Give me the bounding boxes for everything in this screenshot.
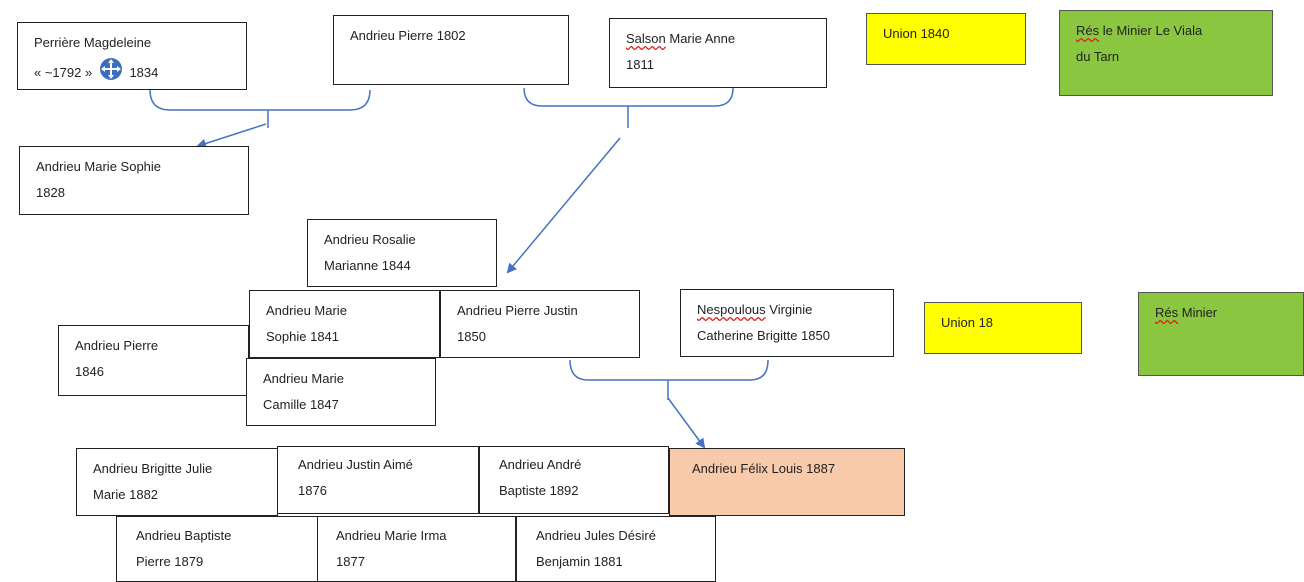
person-name-2: Pierre 1879 bbox=[136, 554, 204, 569]
person-name: Andrieu Brigitte Julie bbox=[93, 461, 213, 476]
person-given-names: Marie Anne bbox=[665, 31, 736, 46]
person-name: Andrieu Baptiste bbox=[136, 528, 232, 543]
person-andrieu-felix-louis-1887[interactable]: Andrieu Félix Louis 1887 bbox=[669, 448, 905, 516]
person-nespoulous-virginie[interactable]: Nespoulous Virginie Catherine Brigitte 1… bbox=[680, 289, 894, 357]
person-andrieu-andre-baptiste-1892[interactable]: Andrieu André Baptiste 1892 bbox=[479, 446, 669, 514]
person-name: Andrieu Marie Irma bbox=[336, 528, 447, 543]
arrow-to-children-1840 bbox=[506, 137, 621, 274]
person-name-2: Marianne 1844 bbox=[324, 258, 411, 273]
person-name: Andrieu Marie bbox=[266, 303, 347, 318]
bracket-union-3 bbox=[569, 359, 769, 381]
person-name-2: Baptiste 1892 bbox=[499, 483, 579, 498]
person-name-2: Catherine Brigitte 1850 bbox=[697, 328, 830, 343]
person-perriere-magdeleine[interactable]: Perrière Magdeleine « ~1792 » 1834 bbox=[17, 22, 247, 90]
residence-place: le Minier Le Viala bbox=[1099, 23, 1203, 38]
person-andrieu-marie-sophie-1828[interactable]: Andrieu Marie Sophie 1828 bbox=[19, 146, 249, 215]
person-name: Andrieu Rosalie bbox=[324, 232, 416, 247]
person-andrieu-pierre-1846[interactable]: Andrieu Pierre 1846 bbox=[58, 325, 249, 396]
person-andrieu-marie-irma-1877[interactable]: Andrieu Marie Irma 1877 bbox=[317, 516, 516, 582]
residence-2[interactable]: Rés Minier bbox=[1138, 292, 1304, 376]
person-name: Andrieu Justin Aimé bbox=[298, 457, 413, 472]
person-andrieu-pierre-justin-1850[interactable]: Andrieu Pierre Justin 1850 bbox=[440, 290, 640, 358]
person-name-2: Camille 1847 bbox=[263, 397, 339, 412]
person-name: Andrieu Marie Sophie bbox=[36, 159, 162, 174]
residence-abbrev: Rés bbox=[1155, 305, 1179, 320]
person-surname: Salson bbox=[626, 31, 666, 46]
person-andrieu-rosalie-marianne-1844[interactable]: Andrieu Rosalie Marianne 1844 bbox=[307, 219, 497, 287]
person-name: Andrieu Pierre 1802 bbox=[350, 28, 466, 43]
person-name: Andrieu Jules Désiré bbox=[536, 528, 656, 543]
move-handle-icon[interactable] bbox=[98, 56, 124, 91]
residence-place-2: du Tarn bbox=[1076, 49, 1120, 64]
person-name: Andrieu Marie bbox=[263, 371, 344, 386]
person-birth-estimate: « ~1792 » bbox=[34, 64, 93, 80]
person-name-2: Sophie 1841 bbox=[266, 329, 340, 344]
residence-abbrev: Rés bbox=[1076, 23, 1100, 38]
person-andrieu-marie-sophie-1841[interactable]: Andrieu Marie Sophie 1841 bbox=[249, 290, 440, 358]
person-birth-year: 1877 bbox=[336, 554, 365, 569]
person-andrieu-brigitte-julie-marie-1882[interactable]: Andrieu Brigitte Julie Marie 1882 bbox=[76, 448, 278, 516]
person-andrieu-baptiste-pierre-1879[interactable]: Andrieu Baptiste Pierre 1879 bbox=[116, 516, 318, 582]
person-name: Andrieu André bbox=[499, 457, 582, 472]
bracket-union-2 bbox=[523, 87, 734, 107]
person-andrieu-pierre-1802[interactable]: Andrieu Pierre 1802 bbox=[333, 15, 569, 85]
person-birth-year: 1876 bbox=[298, 483, 327, 498]
person-given-names: Virginie bbox=[765, 302, 813, 317]
person-name-2: Marie 1882 bbox=[93, 487, 159, 502]
person-andrieu-justin-aime-1876[interactable]: Andrieu Justin Aimé 1876 bbox=[277, 446, 479, 514]
person-surname: Nespoulous bbox=[697, 302, 766, 317]
person-name: Andrieu Pierre Justin bbox=[457, 303, 578, 318]
person-name: Andrieu Pierre bbox=[75, 338, 159, 353]
person-name-2: Benjamin 1881 bbox=[536, 554, 623, 569]
union-1840[interactable]: Union 1840 bbox=[866, 13, 1026, 65]
person-andrieu-marie-camille-1847[interactable]: Andrieu Marie Camille 1847 bbox=[246, 358, 436, 426]
person-birth-year: 1811 bbox=[626, 57, 654, 72]
union-label: Union 1840 bbox=[883, 26, 950, 41]
arrow-to-mariesophie1828 bbox=[196, 123, 267, 149]
union-label: Union 18 bbox=[941, 315, 994, 330]
person-birth-year: 1846 bbox=[75, 364, 104, 379]
person-birth-year: 1828 bbox=[36, 185, 65, 200]
bracket-union-1 bbox=[149, 89, 371, 111]
person-name: Andrieu Félix Louis 1887 bbox=[692, 461, 836, 476]
person-death-year: 1834 bbox=[129, 64, 159, 80]
person-andrieu-jules-desire-benjamin-1881[interactable]: Andrieu Jules Désiré Benjamin 1881 bbox=[516, 516, 716, 582]
residence-1[interactable]: Rés le Minier Le Viala du Tarn bbox=[1059, 10, 1273, 96]
union-18[interactable]: Union 18 bbox=[924, 302, 1082, 354]
residence-place: Minier bbox=[1178, 305, 1218, 320]
person-salson-marie-anne[interactable]: Salson Marie Anne 1811 bbox=[609, 18, 827, 88]
arrow-to-felixlouis bbox=[667, 397, 706, 449]
person-name: Perrière Magdeleine bbox=[34, 35, 152, 50]
person-birth-year: 1850 bbox=[457, 329, 486, 344]
